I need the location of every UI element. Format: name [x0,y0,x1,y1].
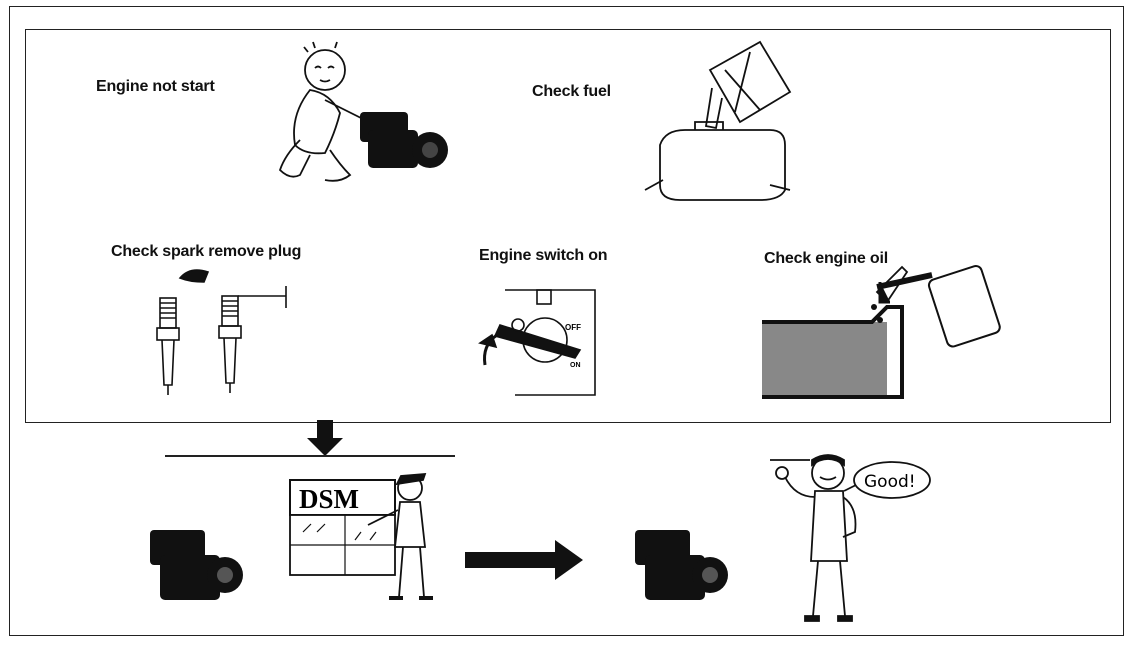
confused-person-icon [278,41,448,182]
divider-line [165,455,455,457]
mechanic-icon: Good! [770,454,931,622]
engine-icon [635,530,728,600]
shop-sign: DSM [299,484,359,514]
label-check-oil: Check engine oil [764,250,888,267]
switch-on-label: ON [570,362,581,369]
engine-switch-icon: OFF ON [478,289,596,396]
troubleshooting-panel [25,29,1111,423]
spark-plug-icon [156,269,287,395]
down-arrow-icon [307,420,343,456]
right-arrow-icon [465,540,583,580]
switch-off-label: OFF [565,323,581,332]
engine-icon [150,530,243,600]
shop-icon: DSM [289,472,433,600]
label-check-spark: Check spark remove plug [111,243,302,260]
label-engine-switch: Engine switch on [479,247,608,264]
label-engine-not-start: Engine not start [96,78,215,95]
mechanic-speech: Good! [864,472,916,492]
oil-can-icon [762,265,1001,399]
label-check-fuel: Check fuel [532,83,611,100]
outer-frame [9,6,1124,636]
fuel-can-icon [644,40,792,201]
